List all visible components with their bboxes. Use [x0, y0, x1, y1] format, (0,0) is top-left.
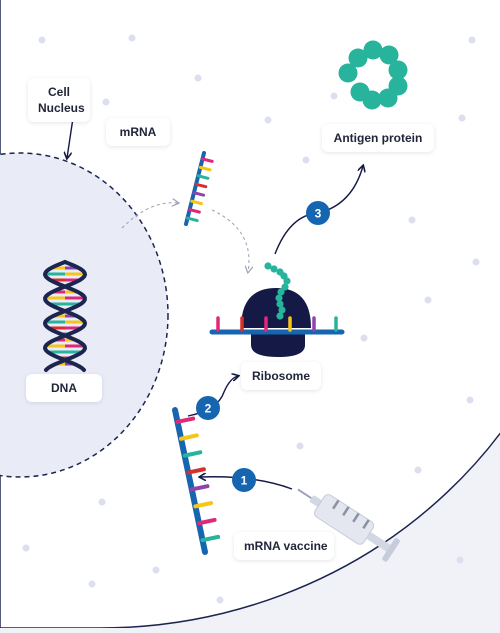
nucleus-pointer-arrow [67, 117, 74, 158]
antigen-bead [350, 82, 370, 102]
peptide-bead [277, 288, 285, 296]
background-dot [360, 334, 368, 342]
background-dot [264, 116, 272, 124]
step-number-2: 2 [205, 402, 212, 416]
mrna-base [198, 165, 212, 172]
antigen-bead [348, 48, 368, 68]
dna-label: DNA [26, 374, 102, 402]
background-dot [296, 442, 304, 450]
background-dot [472, 258, 480, 266]
step-badge-3: 3 [306, 201, 330, 225]
background-dot [128, 34, 136, 42]
mrna-base [190, 199, 203, 206]
background-dot [468, 36, 476, 44]
background-dot [456, 556, 464, 564]
mrna-base [175, 416, 196, 424]
ribosome-mrna-strand [209, 316, 345, 335]
ribosome-icon [209, 288, 345, 357]
mrna-strand-icon [184, 151, 214, 226]
peptide-bead [275, 294, 283, 302]
background-dot [330, 92, 338, 100]
background-dot [302, 156, 310, 164]
mrna-base [194, 182, 208, 189]
background-dot [98, 498, 106, 506]
mrna-base [188, 208, 201, 214]
vaccine-mrna-strand-icon [172, 407, 221, 555]
step-number-1: 1 [241, 474, 248, 488]
mrna-base [192, 191, 206, 197]
peptide-bead [283, 277, 291, 285]
mrna-base [196, 174, 210, 180]
peptide-bead [278, 306, 286, 314]
mrna-backbone [172, 407, 208, 555]
dna-backbone [42, 260, 88, 372]
antigen-bead [338, 63, 358, 83]
antigen-bead [363, 40, 383, 60]
cell-nucleus-label: Cell Nucleus [28, 78, 90, 122]
mrna-vaccine-label: mRNA vaccine [234, 532, 334, 560]
background-dot [88, 580, 96, 588]
dna-helix-icon [42, 260, 88, 372]
mrna-base [201, 157, 214, 163]
background-dot [414, 466, 422, 474]
mrna-backbone [184, 151, 206, 226]
syringe-icon [297, 488, 400, 562]
peptide-bead [281, 283, 289, 291]
cell-nucleus-label-line2: Nucleus [38, 101, 85, 115]
peptide-chain-icon [264, 262, 291, 320]
antigen-bead [379, 45, 399, 65]
mrna-label: mRNA [106, 118, 170, 146]
peptide-bead [270, 265, 278, 273]
mrna-base [186, 216, 199, 223]
background-dot [424, 296, 432, 304]
antigen-bead [378, 88, 398, 108]
dna-backbone [42, 260, 88, 372]
mrna-base [179, 433, 199, 441]
background-dot [102, 98, 110, 106]
background-dot [38, 36, 46, 44]
peptide-bead [264, 262, 272, 270]
peptide-bead [276, 300, 284, 308]
cell-nucleus-label-line1: Cell [47, 85, 70, 99]
background-dot [152, 566, 160, 574]
antigen-bead [388, 60, 408, 80]
mrna-base [193, 501, 214, 509]
background-dot [408, 216, 416, 224]
mrna-base [189, 484, 210, 492]
antigen-protein-icon [338, 40, 408, 110]
mrna-base [186, 467, 206, 475]
step-badge-2: 2 [196, 396, 220, 420]
background-dot [466, 396, 474, 404]
mrna-export-arrow [121, 203, 178, 229]
background-dot [22, 544, 30, 552]
background-dots [22, 34, 480, 604]
peptide-bead [276, 312, 284, 320]
mrna-base [200, 534, 221, 543]
background-dot [194, 74, 202, 82]
mrna-base [196, 517, 217, 526]
ribosome-label: Ribosome [241, 362, 321, 390]
step-number-3: 3 [315, 207, 322, 221]
background-dot [458, 114, 466, 122]
antigen-protein-label: Antigen protein [322, 124, 434, 152]
mrna-base [182, 450, 203, 458]
step-badge-1: 1 [232, 468, 256, 492]
background-dot [216, 596, 224, 604]
